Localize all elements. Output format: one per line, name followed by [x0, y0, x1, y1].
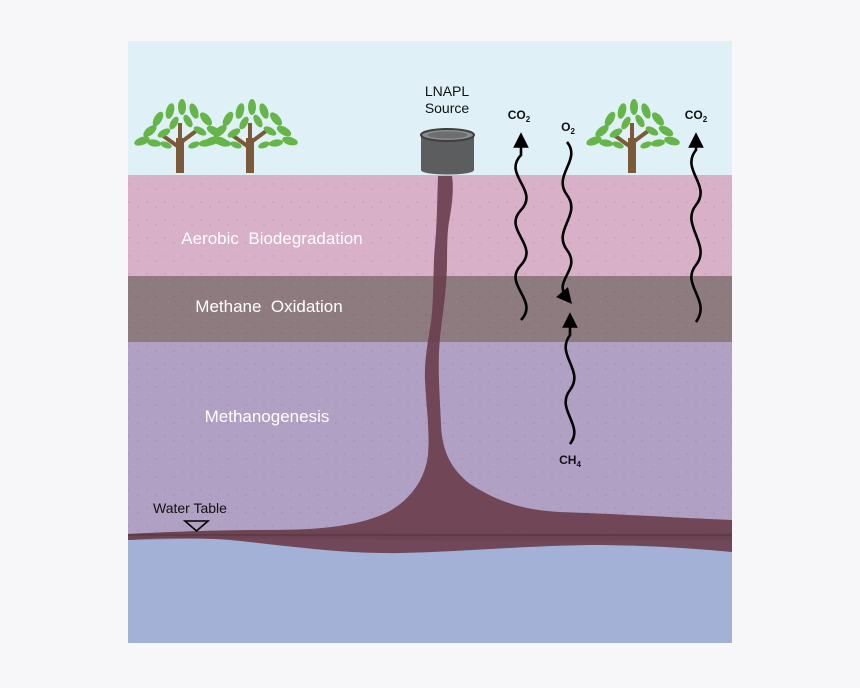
- aerobic-zone-label: Aerobic Biodegradation: [181, 229, 362, 248]
- co2-label-right: CO2: [685, 108, 708, 124]
- co2-arrow-left: [513, 132, 529, 321]
- ch4-label: CH4: [559, 453, 581, 469]
- source-label-line1: LNAPL: [425, 83, 470, 99]
- o2-arrow: [556, 141, 573, 304]
- lnapl-source-drum: [420, 128, 475, 175]
- water-table-marker: [182, 520, 211, 533]
- ch4-arrow: [562, 312, 578, 445]
- lnapl-plume: [128, 176, 732, 554]
- source-label-line2: Source: [425, 100, 470, 116]
- water-table-label: Water Table: [153, 500, 227, 516]
- methanogenesis-label: Methanogenesis: [205, 407, 330, 426]
- co2-arrow-right: [688, 132, 704, 323]
- co2-label-left: CO2: [508, 108, 531, 124]
- methane-oxidation-label: Methane Oxidation: [195, 297, 342, 316]
- groundwater: [128, 536, 732, 643]
- o2-label: O2: [561, 120, 575, 136]
